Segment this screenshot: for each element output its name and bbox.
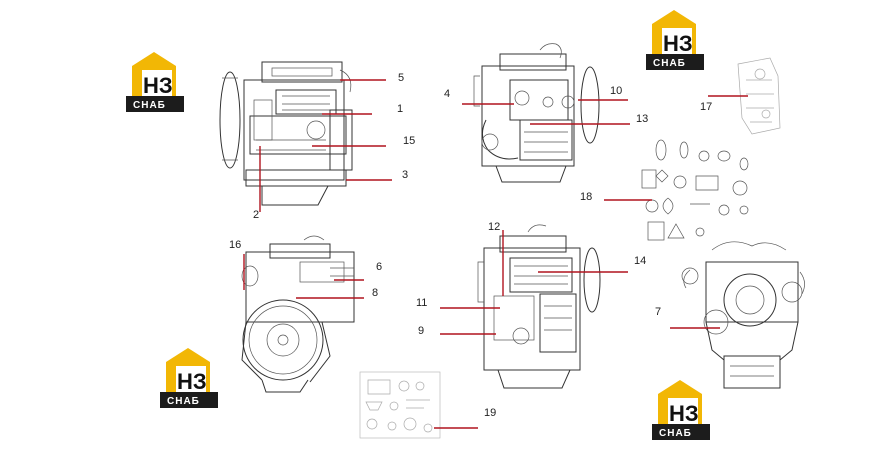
callout-14: 14 xyxy=(634,255,646,267)
engine-side-view-2 xyxy=(473,43,600,183)
callout-4: 4 xyxy=(444,88,450,100)
engine-front-view-2 xyxy=(681,241,805,389)
engine-front-view xyxy=(241,235,355,393)
callout-2: 2 xyxy=(253,209,259,221)
callout-19: 19 xyxy=(484,407,496,419)
callout-1: 1 xyxy=(397,103,403,115)
gasket-set-19 xyxy=(359,371,441,439)
callout-15: 15 xyxy=(403,135,415,147)
callout-16: 16 xyxy=(229,239,241,251)
logo-letters: НЗ xyxy=(669,401,699,426)
callout-17: 17 xyxy=(700,101,712,113)
callout-3: 3 xyxy=(402,169,408,181)
callout-18: 18 xyxy=(580,191,592,203)
gasket-kit-parts xyxy=(641,139,749,241)
logo-word: СНАБ xyxy=(659,428,692,439)
brand-logo: НЗ СНАБ xyxy=(126,52,184,112)
callout-12: 12 xyxy=(488,221,500,233)
callout-6: 6 xyxy=(376,261,382,273)
brand-logo: НЗ СНАБ xyxy=(646,10,704,70)
callout-11: 11 xyxy=(416,297,427,309)
callout-8: 8 xyxy=(372,287,378,299)
logo-word: СНАБ xyxy=(653,58,686,69)
logo-letters: НЗ xyxy=(177,369,207,394)
callout-13: 13 xyxy=(636,113,648,125)
leader-lines xyxy=(243,79,748,429)
callout-5: 5 xyxy=(398,72,404,84)
logo-word: СНАБ xyxy=(133,100,166,111)
callout-9: 9 xyxy=(418,325,424,337)
logo-letters: НЗ xyxy=(663,31,693,56)
callout-7: 7 xyxy=(655,306,661,318)
brand-logo: НЗ СНАБ xyxy=(160,348,218,408)
engine-side-view-1 xyxy=(219,61,353,206)
engine-side-view-3 xyxy=(477,224,601,389)
callout-labels: 1 2 3 4 5 6 7 8 9 10 11 12 13 14 15 16 1… xyxy=(229,72,712,419)
engine-block-ghost xyxy=(737,57,781,135)
callout-10: 10 xyxy=(610,85,622,97)
logo-letters: НЗ xyxy=(143,73,173,98)
brand-logo: НЗ СНАБ xyxy=(652,380,710,440)
logo-word: СНАБ xyxy=(167,396,200,407)
